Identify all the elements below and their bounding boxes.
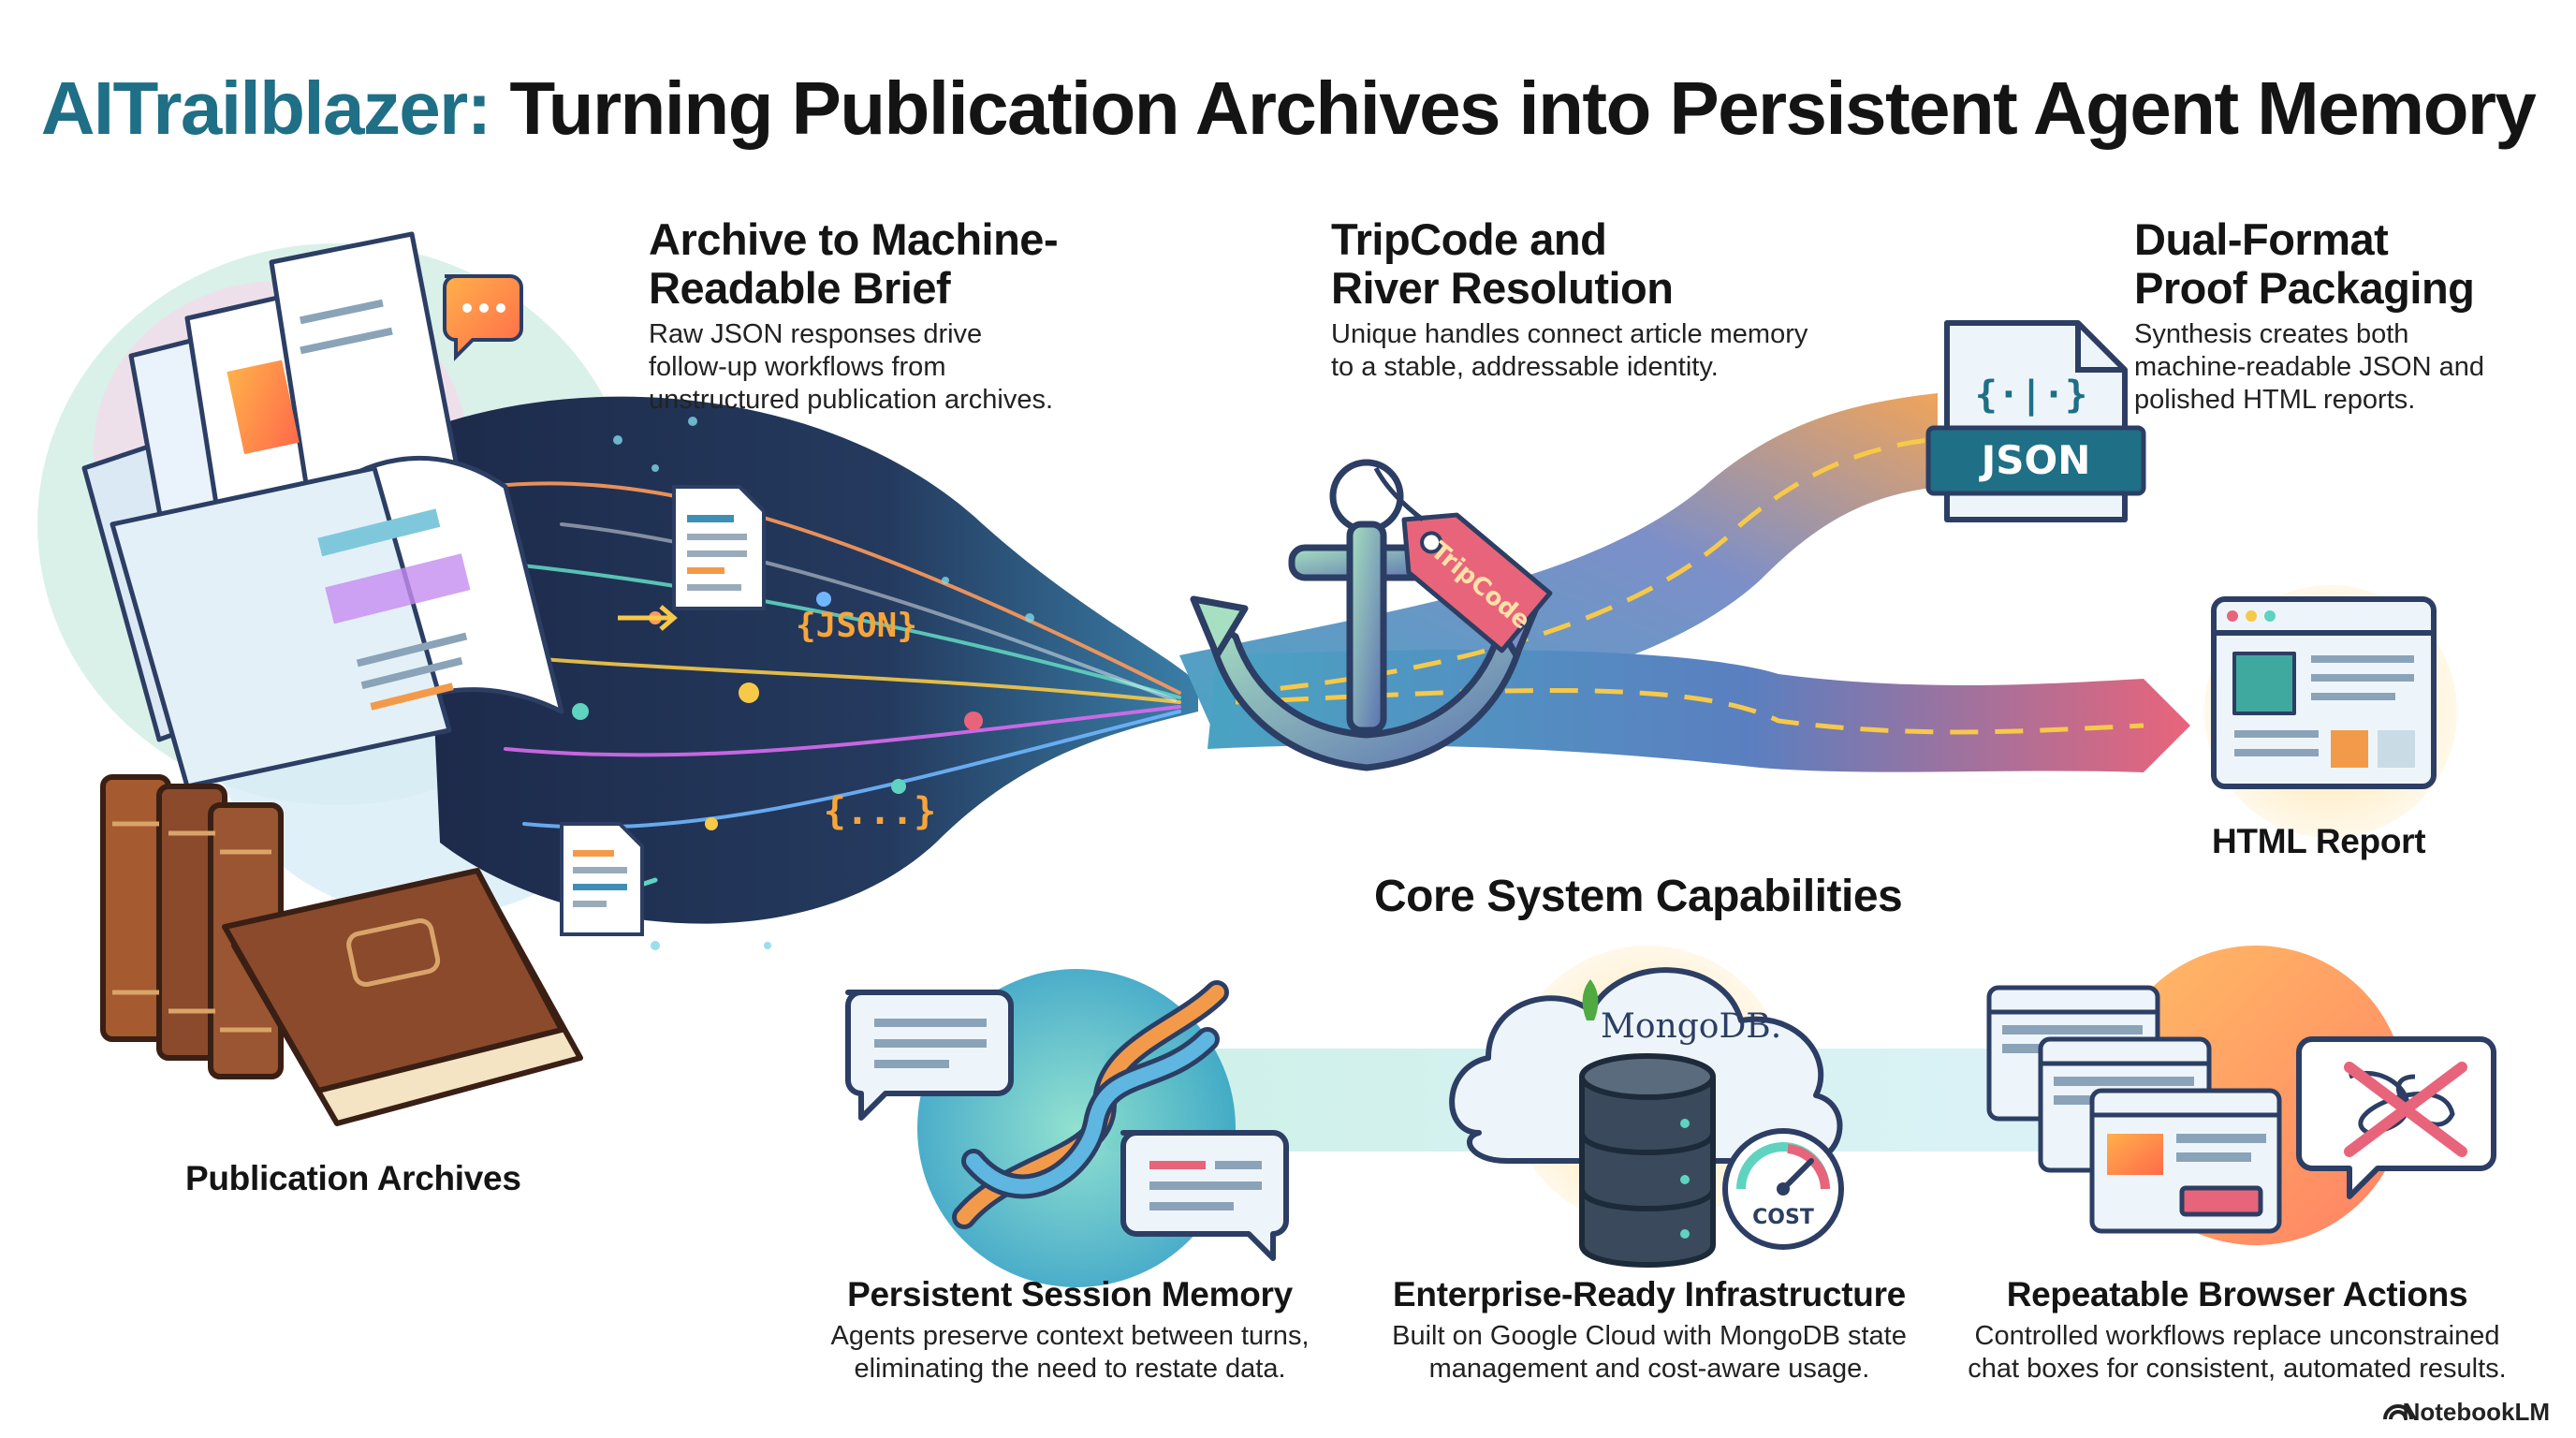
title-accent: AITrailblazer: [40, 66, 492, 150]
no-tangle-icon [2296, 1036, 2496, 1199]
document-content [227, 299, 471, 711]
chat-bubble-icon [443, 274, 523, 361]
session-memory-illustration [845, 969, 1289, 1287]
step-description-line: follow-up workflows from [649, 352, 946, 382]
notebook-logo-icon [2383, 1404, 2413, 1420]
step-heading-line: Readable Brief [649, 263, 951, 313]
step-description-line: to a stable, addressable identity. [1331, 352, 1719, 382]
html-report-illustration [2204, 585, 2457, 838]
gauge-icon: COST [1722, 1128, 1844, 1250]
capability-title: Repeatable Browser Actions [2006, 1275, 2468, 1313]
capability-description-line: Agents preserve context between turns, [830, 1321, 1310, 1351]
chat-bubble-icon-2 [1120, 1130, 1289, 1261]
step-dual-format: Dual-Format Proof Packaging Synthesis cr… [2134, 215, 2546, 417]
book-stack-icon [100, 774, 583, 1126]
step-description-line: polished HTML reports. [2134, 385, 2416, 415]
brand-label: NotebookLM [2402, 1398, 2550, 1426]
archives-illustration: {JSON} {...} [37, 231, 1198, 1126]
mongodb-logo: MongoDB. [1582, 979, 1781, 1046]
step-tripcode: TripCode and River Resolution Unique han… [1331, 215, 1855, 384]
step-description-line: unstructured publication archives. [649, 385, 1054, 415]
publication-archives-label: Publication Archives [185, 1159, 521, 1197]
browser-actions-illustration [1986, 946, 2496, 1245]
step-description-line: Synthesis creates both [2134, 319, 2409, 349]
data-stream [421, 396, 1198, 924]
step-heading-line: River Resolution [1331, 263, 1674, 313]
step-heading-line: Dual-Format [2134, 214, 2389, 264]
title-rest: Turning Publication Archives into Persis… [490, 66, 2537, 150]
step-heading-line: TripCode and [1331, 214, 1607, 264]
html-report-label: HTML Report [2212, 822, 2426, 860]
chat-bubble-icon-1 [845, 990, 1014, 1121]
capability-description-line: chat boxes for consistent, automated res… [1968, 1354, 2507, 1384]
capability-title: Persistent Session Memory [847, 1275, 1293, 1313]
mongodb-label: MongoDB. [1601, 1007, 1781, 1046]
page-title: AITrailblazer: Turning Publication Archi… [0, 66, 2576, 152]
stream-json-label: {JSON} [796, 607, 917, 645]
stream-nodes [572, 592, 983, 830]
capability-browser-actions: Repeatable Browser Actions Controlled wo… [1928, 1275, 2546, 1386]
capability-description-line: eliminating the need to restate data. [854, 1354, 1286, 1384]
step-description-line: Raw JSON responses drive [649, 319, 983, 349]
database-icon [1579, 1053, 1716, 1268]
json-file-icon: {·|·} JSON [1925, 320, 2146, 522]
capability-infrastructure: Enterprise-Ready Infrastructure Built on… [1359, 1275, 1939, 1386]
step-description-line: Unique handles connect article memory [1331, 319, 1808, 349]
capability-session-memory: Persistent Session Memory Agents preserv… [789, 1275, 1351, 1386]
capability-description-line: management and cost-aware usage. [1428, 1354, 1870, 1384]
infrastructure-illustration: MongoDB. COST [1449, 946, 1844, 1268]
step-archive-brief: Archive to Machine- Readable Brief Raw J… [649, 215, 1135, 417]
capability-title: Enterprise-Ready Infrastructure [1393, 1275, 1906, 1313]
step-description-line: machine-readable JSON and [2134, 352, 2484, 382]
cost-label: COST [1752, 1206, 1814, 1229]
browser-window-icon [2211, 596, 2437, 789]
capabilities-heading: Core System Capabilities [1374, 872, 1903, 921]
stream-document-icon-2 [560, 822, 644, 936]
step-heading-line: Proof Packaging [2134, 263, 2475, 313]
json-badge: JSON [1979, 437, 2091, 483]
capability-description-line: Controlled workflows replace unconstrain… [1974, 1321, 2500, 1351]
stream-document-icon [672, 485, 766, 610]
stream-dots-label: {...} [824, 790, 936, 833]
brand-watermark: NotebookLM [2369, 1398, 2550, 1427]
river-branch-html [1208, 650, 2190, 772]
browser-window-stack-icon [1986, 985, 2282, 1234]
json-file-brackets: {·|·} [1975, 374, 2087, 418]
dna-helix-icon [952, 980, 1229, 1229]
step-heading-line: Archive to Machine- [649, 214, 1059, 264]
river-illustration: TripCode [1179, 393, 2190, 772]
capability-description-line: Built on Google Cloud with MongoDB state [1392, 1321, 1907, 1351]
